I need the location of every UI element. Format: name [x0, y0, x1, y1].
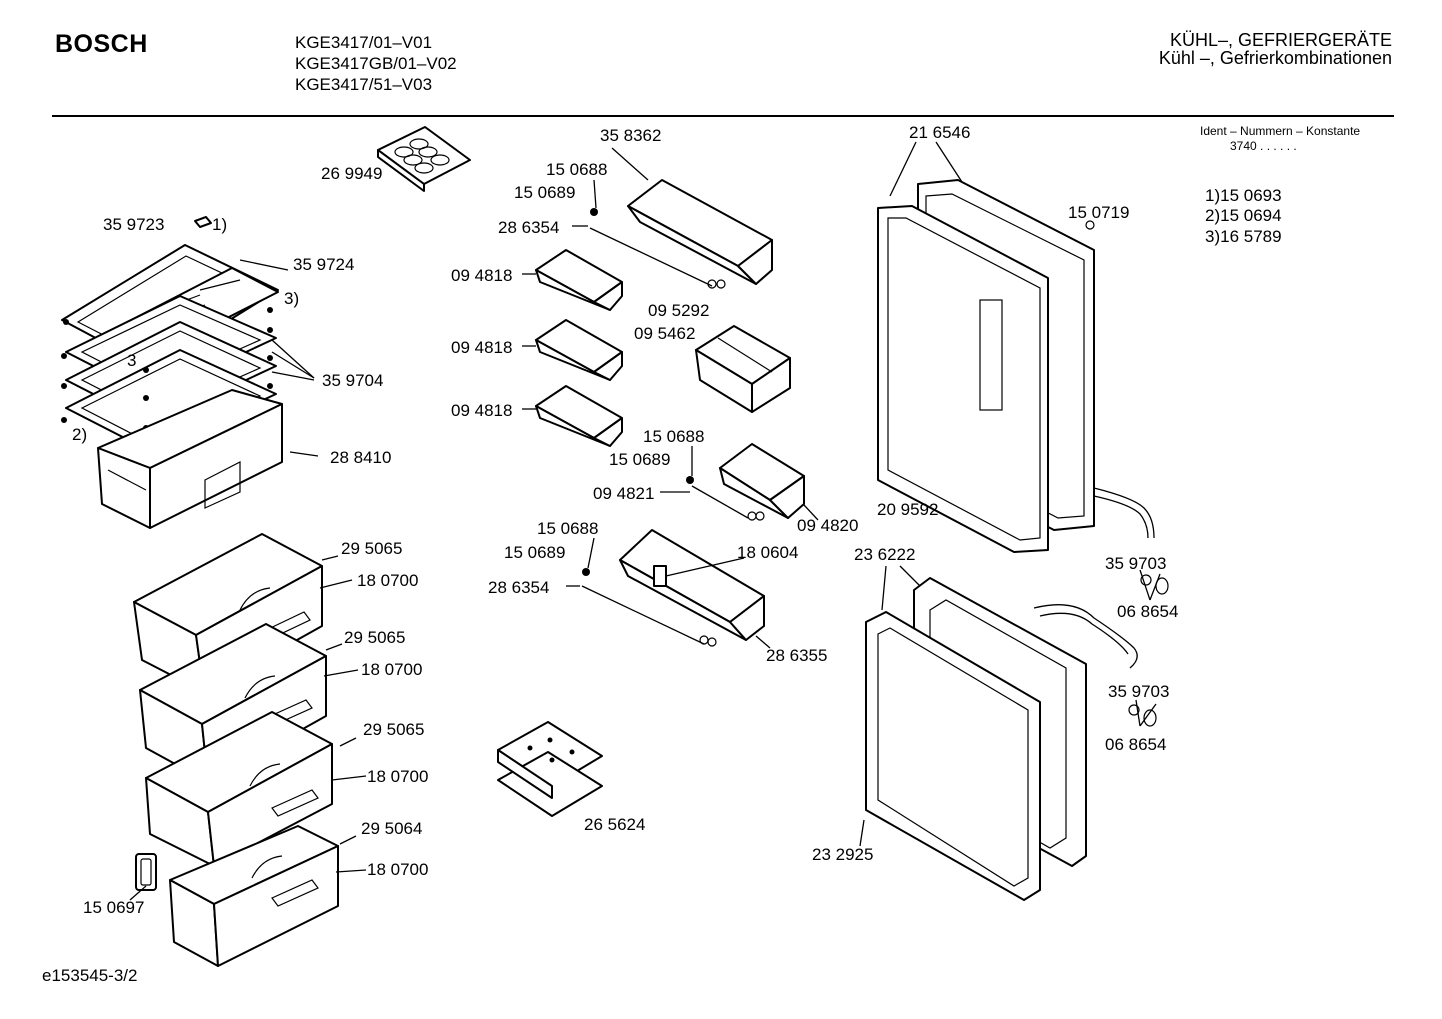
label-359703-a: 35 9703: [1105, 554, 1166, 573]
label-288410: 28 8410: [330, 448, 391, 467]
label-269949: 26 9949: [321, 164, 382, 183]
label-295065-b: 29 5065: [344, 628, 405, 647]
small-shelf-1: [535, 249, 623, 311]
drawer-3: [145, 711, 333, 867]
label-295065-c: 29 5065: [363, 720, 424, 739]
footnote-2: 2)15 0694: [1205, 206, 1282, 225]
label-094818-a: 09 4818: [451, 266, 512, 285]
label-180700-d: 18 0700: [367, 860, 428, 879]
ident-value: 3740 . . . . . .: [1230, 139, 1297, 153]
label-150689-b: 15 0689: [609, 450, 670, 469]
label-094820: 09 4820: [797, 516, 858, 535]
label-150689-c: 15 0689: [504, 543, 565, 562]
header-rule: [52, 115, 1394, 117]
label-265624: 26 5624: [584, 815, 645, 834]
leader-lines: [129, 141, 1161, 901]
label-150719: 15 0719: [1068, 203, 1129, 222]
label-358362: 35 8362: [600, 126, 661, 145]
model-number-2: KGE3417GB/01–V02: [295, 54, 457, 73]
label-286355: 28 6355: [766, 646, 827, 665]
label-094821: 09 4821: [593, 484, 654, 503]
crisper-box: [97, 389, 283, 529]
door-shelf-mid: [686, 443, 805, 521]
label-359724: 35 9724: [293, 255, 354, 274]
label-286354-b: 28 6354: [488, 578, 549, 597]
label-footnote-2: 2): [72, 425, 87, 444]
label-286354-a: 28 6354: [498, 218, 559, 237]
label-180700-c: 18 0700: [367, 767, 428, 786]
footnote-3: 3)16 5789: [1205, 227, 1282, 246]
freezer-door: [865, 577, 1138, 901]
door-shelf-top: [589, 179, 773, 289]
label-180604: 18 0604: [737, 543, 798, 562]
label-236222: 23 6222: [854, 545, 915, 564]
model-number-3: KGE3417/51–V03: [295, 75, 433, 94]
footnote-1: 1)15 0693: [1205, 186, 1282, 205]
egg-tray: [377, 126, 471, 192]
label-295064: 29 5064: [361, 819, 422, 838]
label-150688-b: 15 0688: [643, 427, 704, 446]
clip-150697-icon: [135, 853, 157, 891]
category-title: KÜHL–, GEFRIERGERÄTE: [1169, 30, 1392, 50]
small-shelf-3: [535, 385, 623, 447]
label-footnote-3b: 3: [127, 351, 136, 370]
label-150688-c: 15 0688: [537, 519, 598, 538]
label-095292: 09 5292: [648, 301, 709, 320]
label-095462: 09 5462: [634, 324, 695, 343]
label-094818-b: 09 4818: [451, 338, 512, 357]
label-209592: 20 9592: [877, 500, 938, 519]
label-footnote-3a: 3): [284, 289, 299, 308]
door-shelf-bottom: [581, 529, 765, 647]
part-359723-icon: [194, 216, 212, 228]
label-232925: 23 2925: [812, 845, 873, 864]
drawer-4: [169, 825, 339, 967]
glass-shelves: [61, 244, 279, 453]
label-068654-b: 06 8654: [1105, 735, 1166, 754]
label-359704: 35 9704: [322, 371, 383, 390]
ident-title: Ident – Nummern – Konstante: [1200, 124, 1361, 138]
cool-packs: [497, 721, 603, 817]
label-359703-b: 35 9703: [1108, 682, 1169, 701]
small-shelf-2: [535, 319, 623, 381]
label-150688-a: 15 0688: [546, 160, 607, 179]
label-180700-b: 18 0700: [361, 660, 422, 679]
brand-logo: BOSCH: [55, 30, 148, 58]
part-labels: 26 9949 35 9723 1) 35 9724 3) 3 35 9704 …: [72, 123, 1178, 917]
label-180700-a: 18 0700: [357, 571, 418, 590]
category-subtitle: Kühl –, Gefrierkombinationen: [1158, 48, 1392, 68]
fridge-door: [877, 179, 1155, 553]
label-150689-a: 15 0689: [514, 183, 575, 202]
drawing-number: e153545-3/2: [42, 966, 138, 985]
label-359723: 35 9723: [103, 215, 164, 234]
label-295065-a: 29 5065: [341, 539, 402, 558]
label-094818-c: 09 4818: [451, 401, 512, 420]
label-216546: 21 6546: [909, 123, 970, 142]
model-number-1: KGE3417/01–V01: [295, 33, 433, 52]
bottle-holder: [695, 325, 791, 413]
label-footnote-1: 1): [212, 215, 227, 234]
label-068654-a: 06 8654: [1117, 602, 1178, 621]
label-150697: 15 0697: [83, 898, 144, 917]
door-hinge-b: [1128, 704, 1157, 727]
